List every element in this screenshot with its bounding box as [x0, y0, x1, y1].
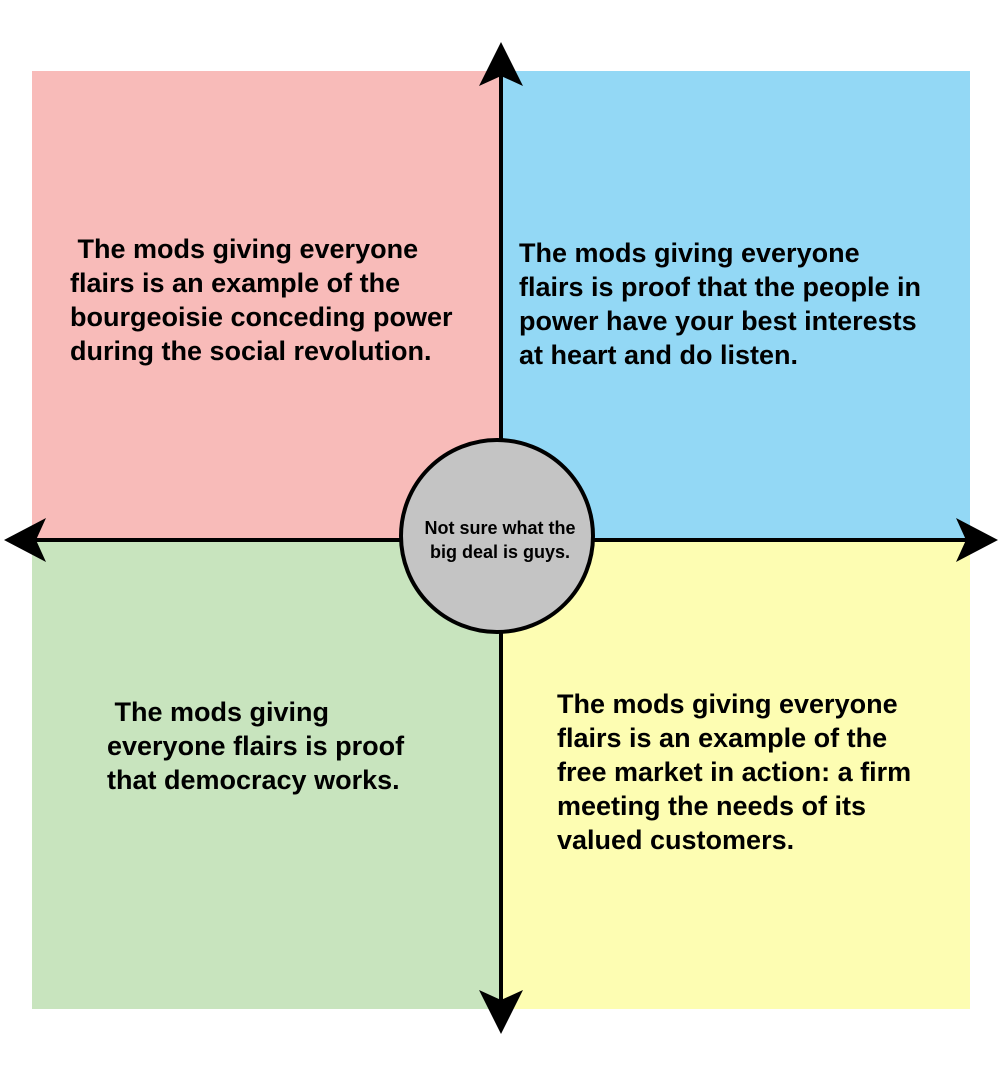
bottom-right-quadrant — [501, 540, 970, 1009]
right-arrow-icon — [956, 518, 998, 562]
center-circle — [399, 438, 595, 634]
left-arrow-icon — [4, 518, 46, 562]
bottom-right-label: The mods giving everyone flairs is an ex… — [557, 689, 912, 855]
up-arrow-icon — [479, 42, 523, 86]
top-right-label: The mods giving everyone flairs is proof… — [519, 238, 922, 370]
bottom-left-quadrant — [32, 540, 501, 1009]
bottom-left-label: The mods giving everyone flairs is proof… — [107, 697, 405, 795]
top-left-quadrant — [32, 71, 501, 540]
down-arrow-icon — [479, 990, 523, 1034]
top-right-quadrant — [501, 71, 970, 540]
top-left-label: The mods giving everyone flairs is an ex… — [70, 234, 453, 366]
center-label: Not sure what the big deal is guys. — [424, 518, 576, 562]
